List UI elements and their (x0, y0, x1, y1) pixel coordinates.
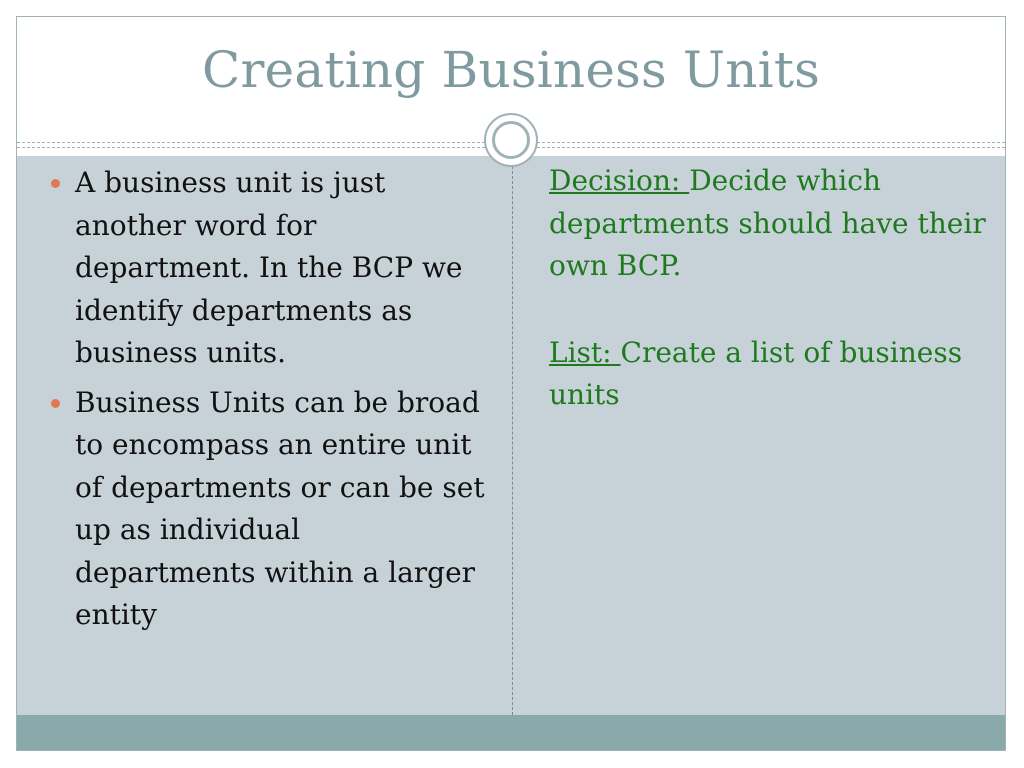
bullet-item: Business Units can be broad to encompass… (47, 382, 487, 637)
bullet-text: A business unit is just another word for… (75, 166, 463, 369)
left-column: A business unit is just another word for… (47, 162, 487, 644)
list-paragraph: List: Create a list of business units (549, 332, 989, 417)
circle-ornament-icon (484, 113, 538, 167)
list-text: Create a list of business units (549, 335, 963, 412)
slide: Creating Business Units A business unit … (16, 16, 1006, 751)
decision-paragraph: Decision: Decide which departments shoul… (549, 160, 989, 288)
column-divider (512, 156, 513, 715)
bullet-item: A business unit is just another word for… (47, 162, 487, 375)
decision-label: Decision: (549, 164, 690, 197)
right-column: Decision: Decide which departments shoul… (549, 160, 989, 461)
footer-band (17, 715, 1005, 750)
bullet-text: Business Units can be broad to encompass… (75, 385, 485, 632)
list-label: List: (549, 335, 621, 369)
round-bullet-icon (51, 179, 60, 188)
circle-ornament-inner (492, 121, 530, 159)
decision-text: Decide which departments should have the… (549, 164, 986, 282)
content-area: A business unit is just another word for… (17, 156, 1005, 715)
round-bullet-icon (51, 398, 60, 408)
slide-title: Creating Business Units (201, 41, 821, 99)
